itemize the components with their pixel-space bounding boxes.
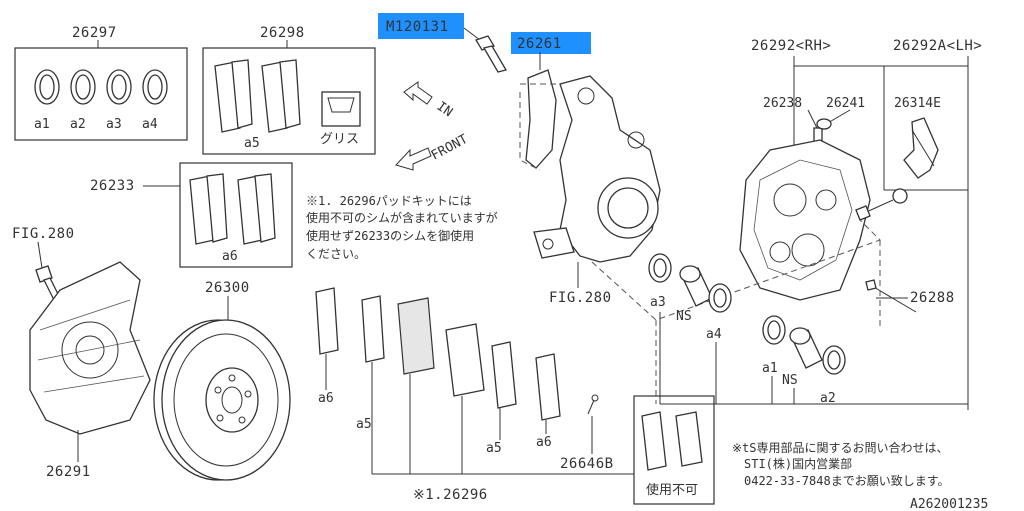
label-26314e[interactable]: 26314E [894, 96, 941, 111]
svg-text:0422-33-7848までお願い致します。: 0422-33-7848までお願い致します。 [744, 474, 950, 488]
label-26292a-lh[interactable]: 26292A<LH> [893, 38, 982, 54]
label-fig280-center[interactable]: FIG.280 [549, 290, 612, 306]
caliper-body [739, 139, 871, 301]
label-m120131[interactable]: M120131 [386, 19, 449, 35]
svg-text:IN: IN [434, 99, 455, 120]
unusable-shims [641, 411, 703, 471]
seal-kit-box [14, 47, 188, 141]
shim-box-26233 [179, 162, 293, 268]
shims-26233 [189, 173, 276, 245]
label-a4-top: a4 [142, 117, 158, 132]
label-a5-lower-right: a5 [486, 441, 502, 456]
brake-rotor [153, 319, 291, 481]
label-a6-lower-right: a6 [536, 435, 552, 450]
pad-kit-note: ※1. 26296パッドキットには 使用不可のシムが含まれていますが 使用せず2… [306, 194, 498, 261]
highlight-26261 [511, 32, 591, 54]
label-unusable: 使用不可 [646, 482, 698, 498]
label-26292-rh[interactable]: 26292<RH> [751, 38, 831, 54]
shim-kit-box [202, 47, 376, 155]
label-ns-right-1: NS [676, 309, 692, 324]
label-a5-lower-left: a5 [356, 417, 372, 432]
clip-26646b [587, 394, 599, 415]
bolt-pin-small [855, 188, 908, 221]
label-a6-box: a6 [222, 249, 238, 264]
in-arrow: IN [403, 81, 455, 120]
svg-text:※tS専用部品に関するお問い合わせは、: ※tS専用部品に関するお問い合わせは、 [732, 440, 949, 455]
label-26238[interactable]: 26238 [763, 96, 802, 111]
label-26241[interactable]: 26241 [826, 96, 865, 111]
pin-26288 [865, 279, 917, 313]
label-fig280-left[interactable]: FIG.280 [12, 226, 75, 242]
label-a1-right: a1 [762, 361, 778, 376]
label-a2-right: a2 [820, 391, 836, 406]
steering-knuckle [525, 69, 661, 263]
spring-clip-26314e [903, 117, 939, 179]
svg-text:使用不可のシムが含まれていますが: 使用不可のシムが含まれていますが [306, 210, 498, 225]
label-ns-right-2: NS [782, 373, 798, 388]
label-a3-right: a3 [650, 295, 666, 310]
label-26297[interactable]: 26297 [72, 25, 117, 41]
label-26296[interactable]: ※1.26296 [413, 487, 488, 503]
label-26261[interactable]: 26261 [517, 36, 562, 52]
seal-rings [34, 69, 168, 105]
label-grease: グリス [320, 132, 359, 147]
label-a4-right: a4 [706, 327, 722, 342]
grease-packet [321, 91, 361, 127]
label-a3-top: a3 [106, 117, 122, 132]
svg-text:使用せず26233のシムを御使用: 使用せず26233のシムを御使用 [306, 228, 474, 243]
label-a2-top: a2 [70, 117, 86, 132]
diagram-id: A262001235 [910, 497, 988, 511]
svg-text:FRONT: FRONT [429, 132, 471, 164]
unusable-shim-box [633, 395, 715, 505]
svg-text:※1. 26296パッドキットには: ※1. 26296パッドキットには [306, 194, 472, 208]
shims-26298 [214, 59, 301, 133]
highlight-m120131 [378, 13, 464, 39]
label-26233[interactable]: 26233 [90, 178, 135, 194]
bolt-m120131 [475, 35, 507, 73]
front-arrow: FRONT [395, 132, 471, 171]
cap-26241 [816, 118, 832, 130]
label-26288[interactable]: 26288 [910, 290, 955, 306]
pistons-lower [648, 253, 846, 375]
label-26646b[interactable]: 26646B [560, 456, 614, 472]
label-26291[interactable]: 26291 [46, 464, 91, 480]
contact-note: ※tS専用部品に関するお問い合わせは、 STI(株)国内営業部 0422-33-… [732, 440, 950, 488]
pad-shims-lower [315, 287, 561, 421]
label-a1-top: a1 [34, 117, 50, 132]
label-a6-lower-left: a6 [318, 391, 334, 406]
label-26298[interactable]: 26298 [260, 25, 305, 41]
svg-text:ください。: ください。 [306, 247, 366, 261]
label-26300[interactable]: 26300 [205, 280, 250, 296]
label-a5-top: a5 [244, 136, 260, 151]
dust-shield-26291 [29, 261, 151, 435]
svg-text:STI(株)国内営業部: STI(株)国内営業部 [744, 456, 852, 471]
